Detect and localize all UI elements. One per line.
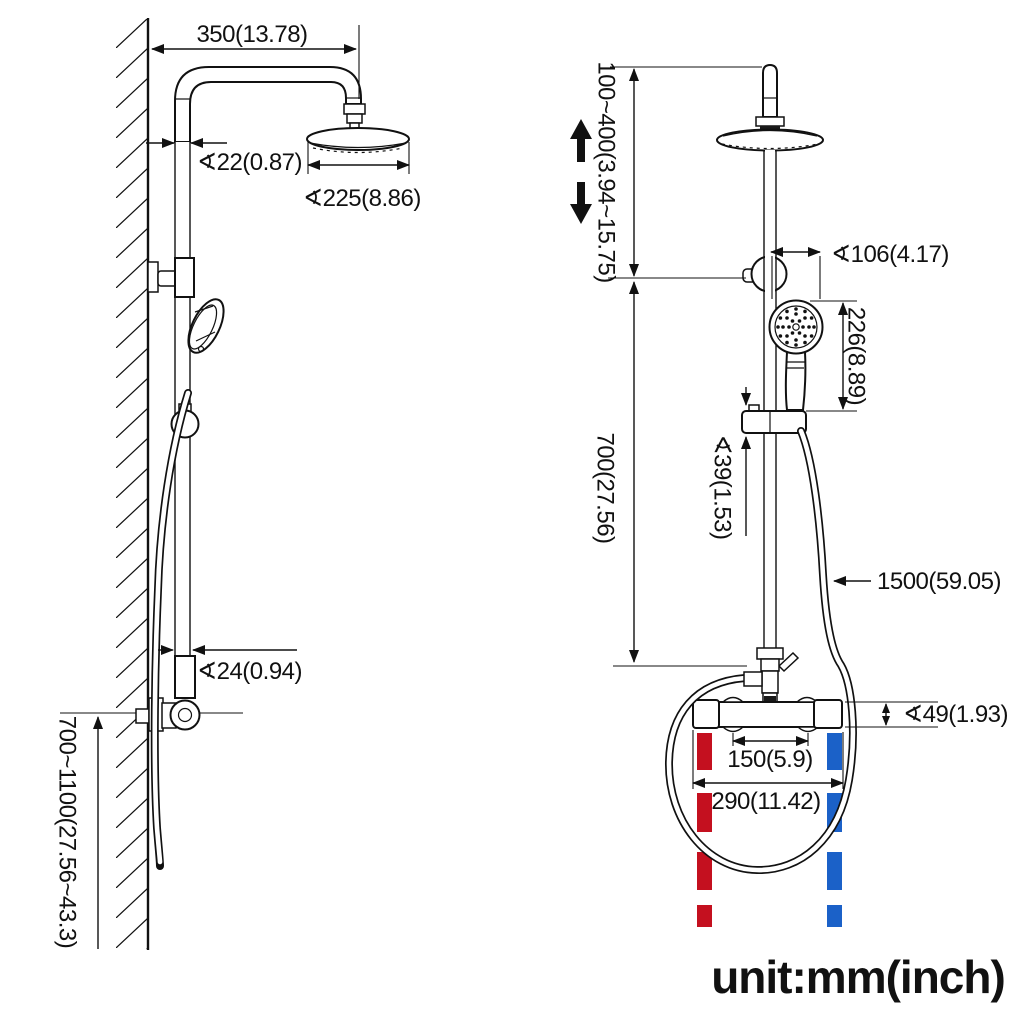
rain-shower-head-side [306,127,410,154]
front-view: 100~400(3.94~15.75) 700(27.56) ∢106(4.17… [570,61,1009,927]
up-down-adjust-icon [570,119,592,224]
rain-shower-head-front [716,128,824,152]
riser-pipe-front [763,150,777,650]
wall-hatching [116,19,148,949]
hose-side [150,389,192,870]
arm-reach-label: 350(13.78) [196,21,307,48]
dim-valve-install-height: 700~1100(27.56~43.3) [54,716,103,949]
rain-head-connector-side [343,103,366,130]
valve-body-diameter-label: ∢49(1.93) [903,701,1008,728]
unit-note: unit:mm(inch) [711,951,1005,1003]
dim-slide-bracket-size: ∢39(1.53) [709,387,751,540]
top-pipe-front [755,63,785,133]
dim-hand-shower-length: 226(8.89) [806,300,870,412]
riser-diameter-label: ∢22(0.87) [197,149,302,176]
hose-length-label: 1500(59.05) [877,568,1001,595]
side-view: 350(13.78) ∢22(0.87) ∢225(8.86) ∢24(0.94… [54,18,421,950]
valve-overall-width-label: 290(11.42) [711,788,820,815]
hose-fitting [743,671,763,687]
dim-valve-body-diameter: ∢49(1.93) [845,701,1009,728]
dim-hose-length: 1500(59.05) [833,568,1001,595]
wall-bracket-side [147,257,195,298]
height-adjust-range-label: 100~400(3.94~15.75) [593,61,620,282]
dim-hand-shower-diameter: ∢106(4.17) [770,241,949,299]
hot-supply-line [697,733,712,927]
hand-shower-side [187,298,225,354]
dim-riser-length: 700(27.56) [592,281,747,667]
dim-lower-riser-diameter: ∢24(0.94) [158,645,303,685]
dim-inlet-center-distance: 150(5.9) [727,733,813,773]
thermostatic-valve-front [692,647,843,733]
slide-bracket-size-label: ∢39(1.53) [709,435,736,540]
hand-shower-length-label: 226(8.89) [843,307,870,405]
dim-arm-reach: 350(13.78) [151,21,360,99]
valve-install-height-label: 700~1100(27.56~43.3) [54,716,81,948]
spray-nozzles [776,307,816,347]
dim-height-adjust-range: 100~400(3.94~15.75) [593,61,762,283]
hand-shower-front [768,299,824,411]
wall-bracket-front [742,255,788,293]
hand-shower-diameter-label: ∢106(4.17) [831,241,949,268]
rain-head-diameter-label: ∢225(8.86) [303,185,421,212]
inlet-center-distance-label: 150(5.9) [727,746,812,773]
riser-length-label: 700(27.56) [592,432,619,543]
shower-hose [664,427,857,875]
lower-riser-diameter-label: ∢24(0.94) [197,658,302,685]
dim-riser-diameter: ∢22(0.87) [146,138,303,176]
slide-bracket-front [741,404,807,434]
dim-rain-head-diameter: ∢225(8.86) [303,142,421,212]
dim-valve-overall-width: 290(11.42) [692,730,844,815]
